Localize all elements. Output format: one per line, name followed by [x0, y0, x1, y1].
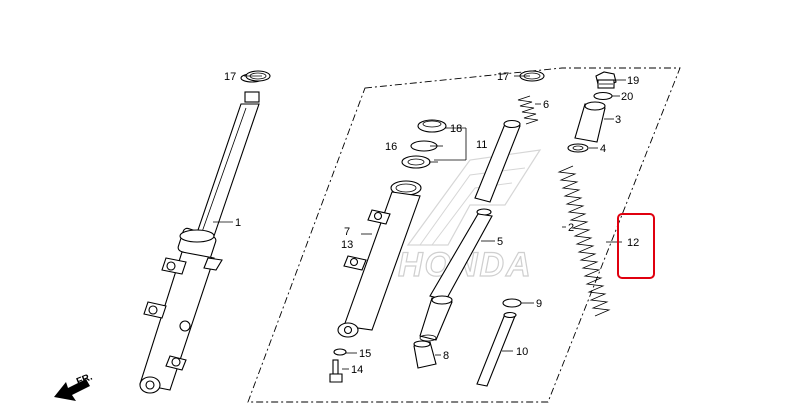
callout-3: 3	[615, 114, 621, 126]
callout-7: 7	[344, 226, 350, 238]
part-3-collar	[574, 101, 606, 143]
callout-19: 19	[627, 75, 639, 87]
callout-14: 14	[351, 364, 363, 376]
callout-12: 12	[627, 237, 639, 249]
callout-9: 9	[536, 298, 542, 310]
callout-11: 11	[476, 139, 487, 151]
part-2-fork-spring	[557, 165, 611, 317]
part-4-spring-seat	[567, 143, 589, 153]
callout-20: 20	[621, 91, 633, 103]
part-6-rebound-spring	[517, 95, 539, 125]
callout-10: 10	[516, 346, 528, 358]
callout-17: 17	[224, 71, 236, 83]
callout-16: 16	[385, 141, 397, 153]
callout-13: 13	[341, 239, 353, 251]
fork-leg-assembly	[139, 73, 264, 394]
callout-4: 4	[600, 143, 606, 155]
part-8-oil-lock	[413, 340, 437, 369]
part-5-damper-tube	[419, 119, 521, 342]
callout-labels: 17 1 17 19 20 3 4 6 2 5 7 13 8 9 10 15 1…	[224, 71, 639, 376]
direction-label: FR.	[75, 371, 94, 387]
callout-5: 5	[497, 236, 503, 248]
part-10-rod	[476, 311, 517, 387]
callout-17: 17	[497, 71, 509, 83]
callout-2: 2	[568, 222, 574, 234]
callout-8: 8	[443, 350, 449, 362]
highlight-box	[617, 213, 655, 279]
part-16-oil-seal	[401, 155, 431, 169]
part-14-bolt	[329, 359, 343, 383]
front-direction-arrow: FR.	[54, 371, 94, 401]
callout-1: 1	[235, 217, 241, 229]
leader-lines	[213, 75, 626, 370]
part-18-dust-seal	[417, 119, 447, 133]
part-20-o-ring	[593, 91, 613, 101]
callout-15: 15	[359, 348, 371, 360]
part-7-slider	[337, 180, 422, 338]
honda-watermark: HONDA	[397, 149, 542, 285]
callout-18: 18	[450, 123, 462, 135]
part-15-washer	[333, 348, 347, 356]
part-19-cap-bolt	[595, 71, 617, 89]
callout-6: 6	[543, 99, 549, 111]
part-9-ring	[502, 298, 522, 308]
